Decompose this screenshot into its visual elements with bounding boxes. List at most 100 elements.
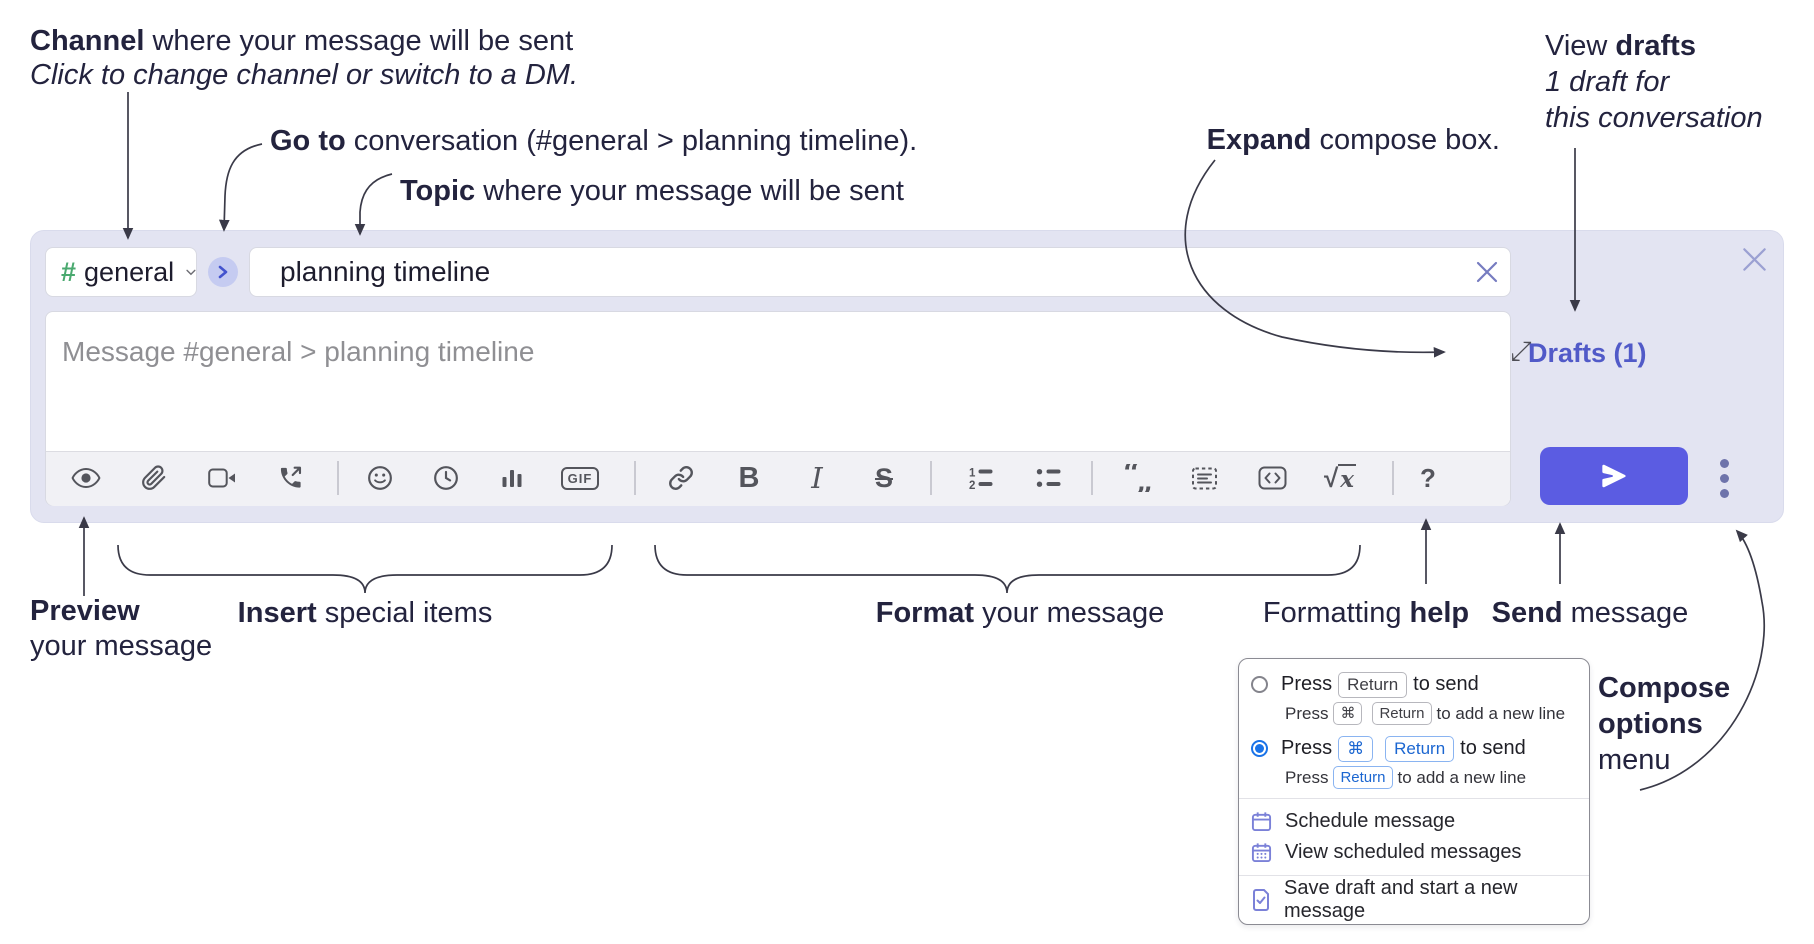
strikethrough-button[interactable]: S xyxy=(862,456,906,500)
quote-icon: “ „ xyxy=(1123,464,1153,492)
kbd-return: Return xyxy=(1372,702,1432,725)
annotation-help-pre: Formatting xyxy=(1262,597,1410,629)
option-text: Press xyxy=(1281,673,1333,695)
annotation-expand-rest: compose box. xyxy=(1311,124,1500,156)
link-icon xyxy=(669,466,693,490)
radio-unselected-icon[interactable] xyxy=(1251,676,1268,693)
attach-file-button[interactable] xyxy=(132,456,176,500)
schedule-message-item[interactable]: Schedule message xyxy=(1251,806,1577,837)
send-option-return[interactable]: Press Return to send xyxy=(1251,669,1577,700)
poll-button[interactable] xyxy=(490,456,534,500)
annotation-format-rest: your message xyxy=(974,597,1165,629)
ordered-list-button[interactable]: 1 2 xyxy=(958,456,1002,500)
save-draft-icon xyxy=(1253,888,1269,911)
option-text: Press xyxy=(1281,737,1333,759)
expand-icon: ⤢ xyxy=(1510,336,1532,366)
channel-selector-button[interactable]: # general xyxy=(45,247,197,297)
menu-divider xyxy=(1239,798,1589,799)
menu-item-label: View scheduled messages xyxy=(1285,841,1522,863)
send-option-cmd-return[interactable]: Press ⌘ Return to send xyxy=(1251,733,1577,764)
toolbar-divider xyxy=(1091,461,1093,495)
annotation-channel: Channel where your message will be sent … xyxy=(30,24,578,92)
emoji-icon xyxy=(368,466,392,490)
drafts-link[interactable]: Drafts (1) xyxy=(1528,338,1647,368)
gif-button[interactable]: GIF xyxy=(558,456,602,500)
eye-icon xyxy=(71,467,101,489)
italic-button[interactable]: I xyxy=(795,456,839,500)
annotation-topic-bold: Topic xyxy=(400,175,476,207)
annotation-preview: Preview your message xyxy=(30,594,212,664)
annotation-preview-bold: Preview xyxy=(30,595,140,627)
more-options-icon xyxy=(1719,458,1729,468)
annotation-format: Format your message xyxy=(876,596,1165,630)
topic-arrow xyxy=(354,173,393,236)
code-block-button[interactable] xyxy=(1182,456,1226,500)
send-button[interactable] xyxy=(1540,447,1688,505)
message-input[interactable] xyxy=(46,312,1510,449)
option-text: to send xyxy=(1413,673,1479,695)
inline-code-button[interactable] xyxy=(1250,456,1294,500)
formatting-help-button[interactable]: ? xyxy=(1406,456,1450,500)
option-subtext: Press xyxy=(1285,703,1329,723)
composer-toolbar: GIF B I S xyxy=(46,451,1510,506)
topic-clear-button[interactable] xyxy=(1464,249,1510,295)
view-scheduled-item[interactable]: View scheduled messages xyxy=(1251,837,1577,868)
annotation-send: Send message xyxy=(1492,596,1689,630)
menu-item-label: Schedule message xyxy=(1285,810,1456,832)
radio-selected-icon[interactable] xyxy=(1251,740,1268,757)
annotation-drafts-pre: View xyxy=(1545,30,1616,62)
annotation-drafts-line3: this conversation xyxy=(1545,102,1763,134)
quote-button[interactable]: “ „ xyxy=(1116,456,1160,500)
send-option-return-sub: Press ⌘ Return to add a new line xyxy=(1285,700,1577,727)
expand-compose-button[interactable]: ⤢ xyxy=(1503,334,1539,370)
topic-input[interactable] xyxy=(250,256,1464,288)
menu-item-label: Save draft and start a new message xyxy=(1284,876,1518,922)
annotation-channel-bold: Channel xyxy=(30,25,145,57)
composer-close-button[interactable] xyxy=(1736,241,1772,277)
annotation-topic: Topic where your message will be sent xyxy=(400,174,904,208)
annotation-topic-rest: where your message will be sent xyxy=(475,175,904,207)
option-subtext: to add a new line xyxy=(1397,767,1527,787)
chevron-down-icon xyxy=(186,269,196,275)
close-icon xyxy=(1742,247,1766,271)
annotation-help-bold: help xyxy=(1409,597,1470,629)
annotation-channel-sub: Click to change channel or switch to a D… xyxy=(30,59,579,91)
insert-brace xyxy=(117,544,613,594)
message-area: ⤢ xyxy=(45,311,1532,506)
annotation-compose-options: Compose options menu xyxy=(1598,670,1730,778)
video-camera-icon xyxy=(208,468,235,488)
annotation-goto-rest: conversation (#general > planning timeli… xyxy=(345,125,918,157)
annotation-format-bold: Format xyxy=(875,597,975,629)
svg-text:„: „ xyxy=(1136,464,1153,492)
gif-icon: GIF xyxy=(560,466,600,490)
toolbar-divider xyxy=(1392,461,1394,495)
bold-button[interactable]: B xyxy=(727,456,771,500)
annotation-insert-rest: special items xyxy=(316,597,493,629)
audio-clip-button[interactable] xyxy=(268,456,312,500)
annotation-goto: Go to conversation (#general > planning … xyxy=(270,124,917,158)
bulleted-list-icon xyxy=(1036,468,1060,487)
topic-field xyxy=(249,247,1511,297)
paperclip-icon xyxy=(142,465,166,490)
compose-options-button[interactable] xyxy=(1706,455,1742,501)
save-draft-item[interactable]: Save draft and start a new message xyxy=(1251,877,1577,922)
recent-clock-button[interactable] xyxy=(424,456,468,500)
emoji-button[interactable] xyxy=(358,456,402,500)
svg-text:1: 1 xyxy=(969,467,976,479)
bulleted-list-button[interactable] xyxy=(1026,456,1070,500)
formula-icon: √x xyxy=(1324,462,1356,493)
calendar-scheduled-icon xyxy=(1251,843,1272,863)
preview-button[interactable] xyxy=(64,456,108,500)
menu-divider xyxy=(1239,875,1589,876)
more-options-icon xyxy=(1719,488,1729,498)
annotation-insert-bold: Insert xyxy=(237,597,317,629)
kbd-cmd: ⌘ xyxy=(1333,702,1363,725)
link-button[interactable] xyxy=(659,456,703,500)
formula-button[interactable]: √x xyxy=(1318,456,1362,500)
strikethrough-icon: S xyxy=(874,462,893,493)
video-clip-button[interactable] xyxy=(200,456,244,500)
kbd-return: Return xyxy=(1385,735,1455,762)
goto-conversation-button[interactable] xyxy=(208,257,238,287)
annotation-compose-line3: menu xyxy=(1598,744,1671,776)
